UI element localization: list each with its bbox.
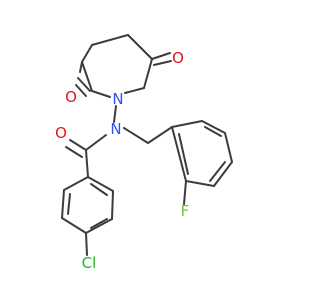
bond (61, 189, 65, 219)
bond (69, 139, 87, 151)
bond (81, 44, 93, 63)
bond (85, 149, 89, 178)
bond (91, 90, 111, 98)
bond (91, 34, 129, 46)
bond (79, 61, 83, 73)
bond (151, 52, 171, 60)
bond (87, 176, 114, 192)
bond (147, 126, 173, 144)
bond (204, 126, 222, 137)
bond (171, 120, 203, 128)
bond (90, 183, 108, 196)
bond (65, 146, 83, 158)
bond (67, 193, 71, 215)
atom-nitrogen-ring: N (112, 90, 123, 108)
bond (224, 132, 233, 163)
bond (171, 126, 187, 182)
bond (183, 180, 187, 205)
bond (124, 87, 145, 94)
bond (213, 161, 233, 187)
bond (127, 34, 153, 60)
bond (61, 217, 87, 234)
bond (111, 190, 114, 220)
bond (123, 127, 149, 144)
bond (178, 133, 189, 175)
bond (75, 84, 87, 97)
bond (85, 218, 113, 234)
atom-chlorine: Cl (82, 254, 97, 272)
bond (63, 176, 89, 191)
atom-oxygen-amide: O (55, 124, 67, 142)
bond (143, 58, 153, 89)
bond (153, 60, 172, 66)
atom-nitrogen-amide: N (110, 120, 121, 138)
bond (85, 134, 107, 151)
molecule-structure: O O N N O F Cl (55, 34, 233, 272)
bond (201, 120, 226, 134)
atom-fluorine: F (181, 202, 190, 220)
bond (85, 232, 88, 256)
atom-oxygen-left: O (65, 88, 77, 106)
bond (209, 161, 226, 182)
atom-oxygen-right: O (172, 49, 184, 67)
bond (81, 61, 93, 92)
bond (185, 180, 215, 187)
bond (113, 105, 117, 123)
bond (90, 218, 108, 229)
bond (77, 77, 91, 92)
